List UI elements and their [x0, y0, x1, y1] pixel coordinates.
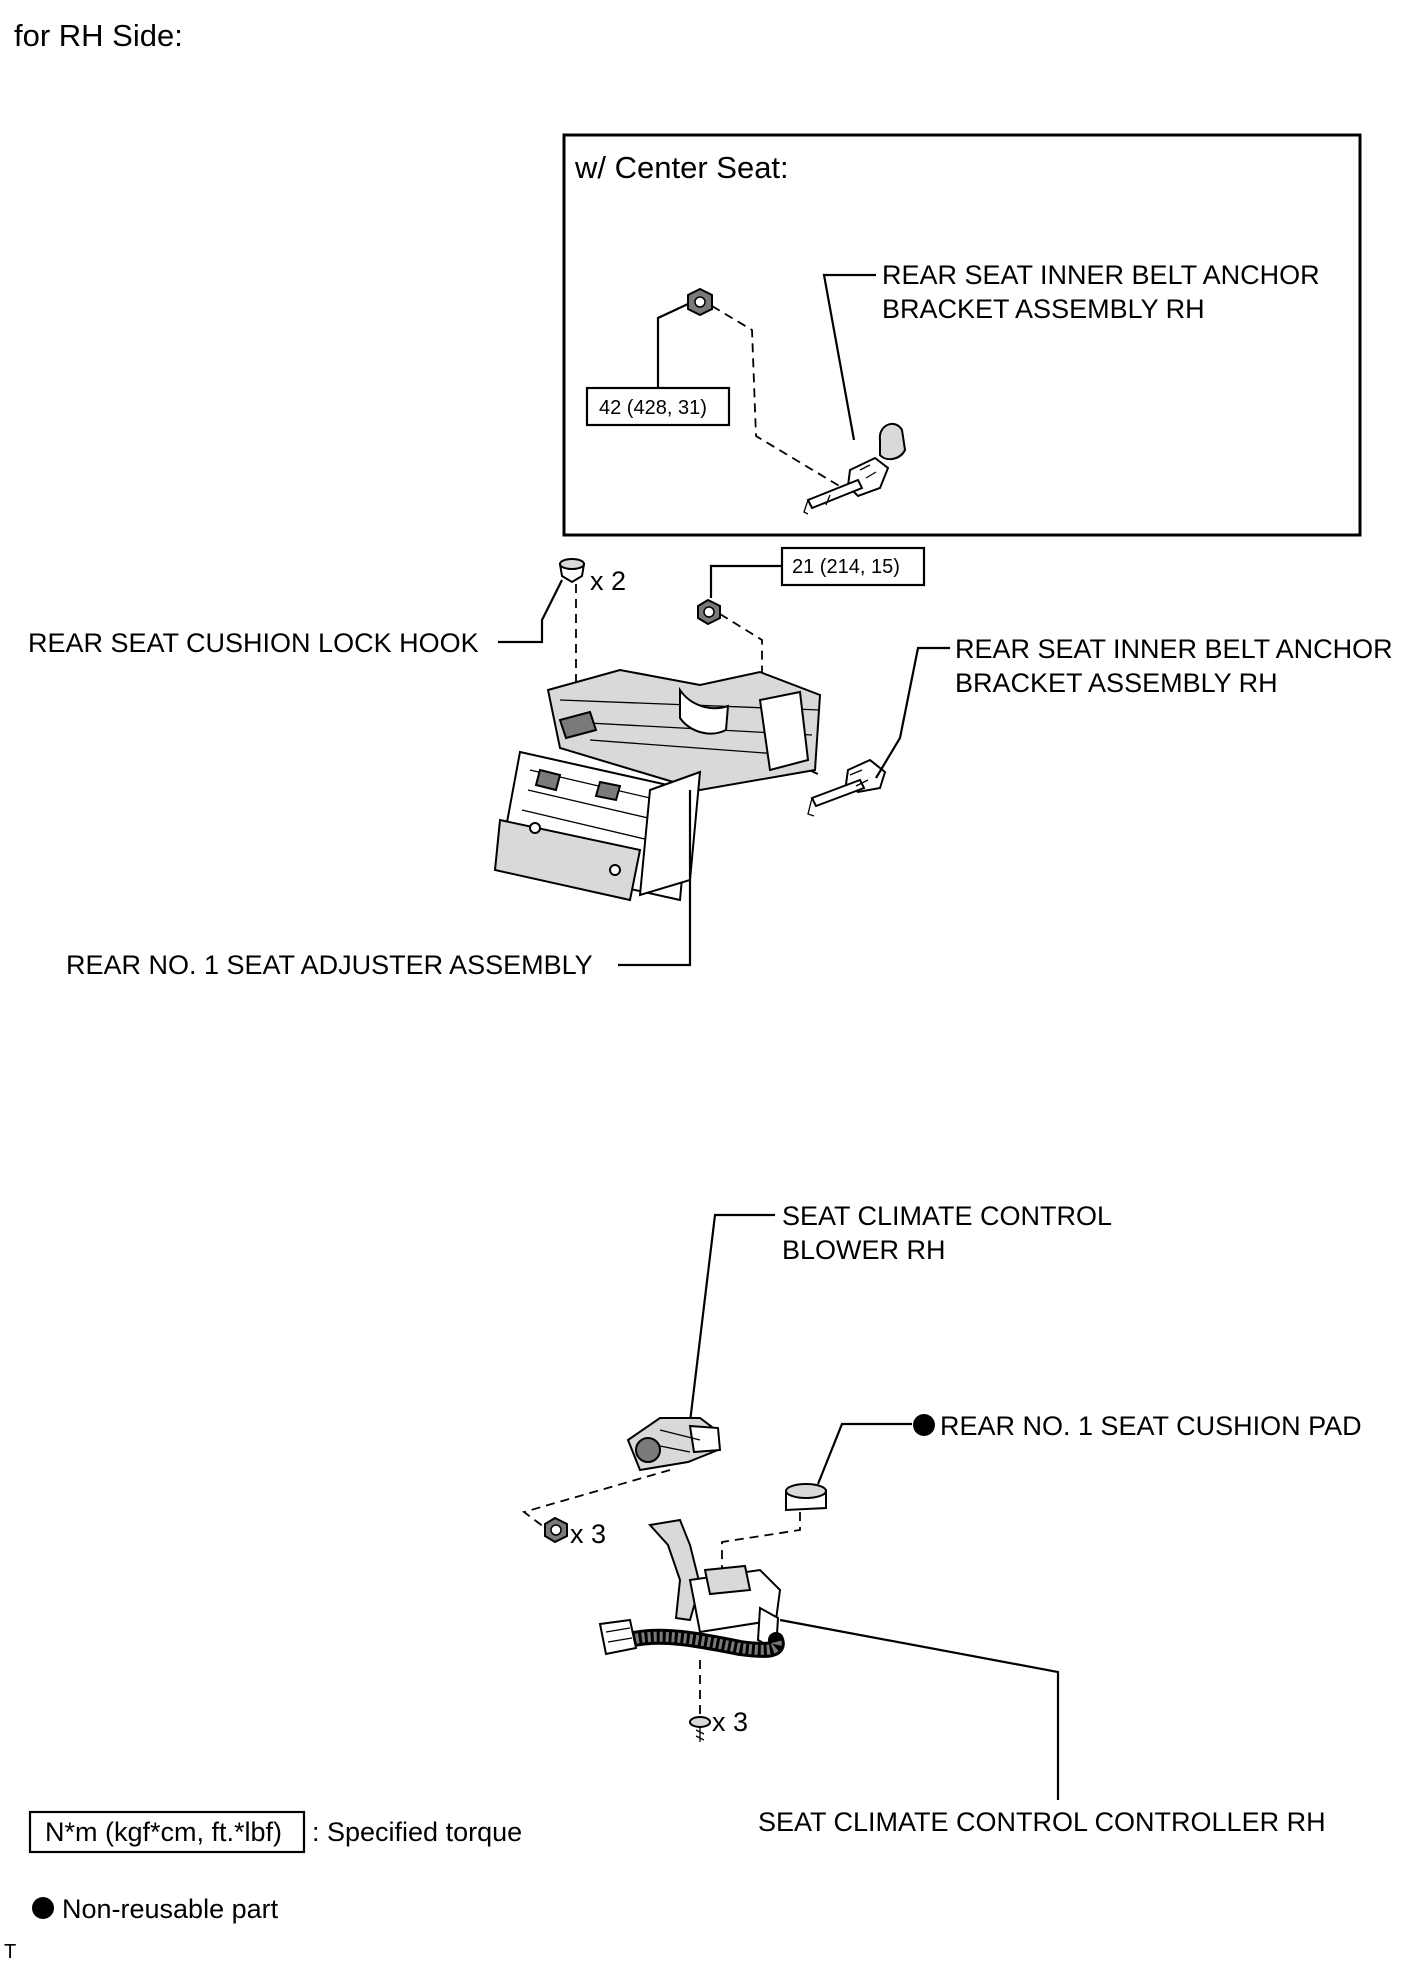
screw-quantity: x 3 [712, 1707, 748, 1737]
upper-nut-icon [697, 598, 721, 626]
inset-title: w/ Center Seat: [574, 150, 789, 185]
seat-adjuster-frame-icon [493, 668, 822, 902]
lock-hook-label: REAR SEAT CUSHION LOCK HOOK [28, 628, 479, 658]
blower-label-line2: BLOWER RH [782, 1235, 946, 1265]
lower-nut-icon [544, 1516, 568, 1544]
inset-anchor-label-line2: BRACKET ASSEMBLY RH [882, 294, 1205, 324]
upper-anchor-label-line1: REAR SEAT INNER BELT ANCHOR [955, 634, 1393, 664]
screw-icon [689, 1716, 711, 1742]
legend-torque-units: N*m (kgf*cm, ft.*lbf) [45, 1817, 282, 1847]
page-title: for RH Side: [14, 18, 183, 53]
blower-label-line1: SEAT CLIMATE CONTROL [782, 1201, 1112, 1231]
inset-torque-value: 42 (428, 31) [599, 397, 707, 419]
upper-anchor-label-line2: BRACKET ASSEMBLY RH [955, 668, 1278, 698]
inset-anchor-label-line1: REAR SEAT INNER BELT ANCHOR [882, 260, 1320, 290]
cushion-pad-label: REAR NO. 1 SEAT CUSHION PAD [940, 1411, 1362, 1441]
legend-nonreusable-desc: Non-reusable part [62, 1894, 279, 1924]
lock-hook-clip-icon [558, 558, 586, 584]
blower-icon [626, 1417, 722, 1472]
cushion-pad-icon [785, 1483, 827, 1512]
upper-torque-value: 21 (214, 15) [792, 556, 900, 578]
lock-hook-quantity: x 2 [590, 566, 626, 596]
center-seat-inset: w/ Center Seat: REAR SEAT INNER BELT ANC… [562, 133, 1362, 537]
legend-torque-desc: : Specified torque [312, 1817, 522, 1847]
inset-anchor-bracket-icon [803, 422, 907, 515]
upper-anchor-bracket-icon [807, 758, 887, 817]
adjuster-label: REAR NO. 1 SEAT ADJUSTER ASSEMBLY [66, 950, 593, 980]
nonreusable-marker-icon [913, 1414, 935, 1436]
corner-mark: T [4, 1941, 16, 1963]
legend-nonreusable-icon [32, 1897, 54, 1919]
controller-icon [598, 1518, 785, 1658]
nut-quantity: x 3 [570, 1519, 606, 1549]
controller-label: SEAT CLIMATE CONTROL CONTROLLER RH [758, 1807, 1326, 1837]
inset-nut-icon [687, 287, 713, 317]
legend: N*m (kgf*cm, ft.*lbf) : Specified torque… [28, 1810, 522, 1924]
